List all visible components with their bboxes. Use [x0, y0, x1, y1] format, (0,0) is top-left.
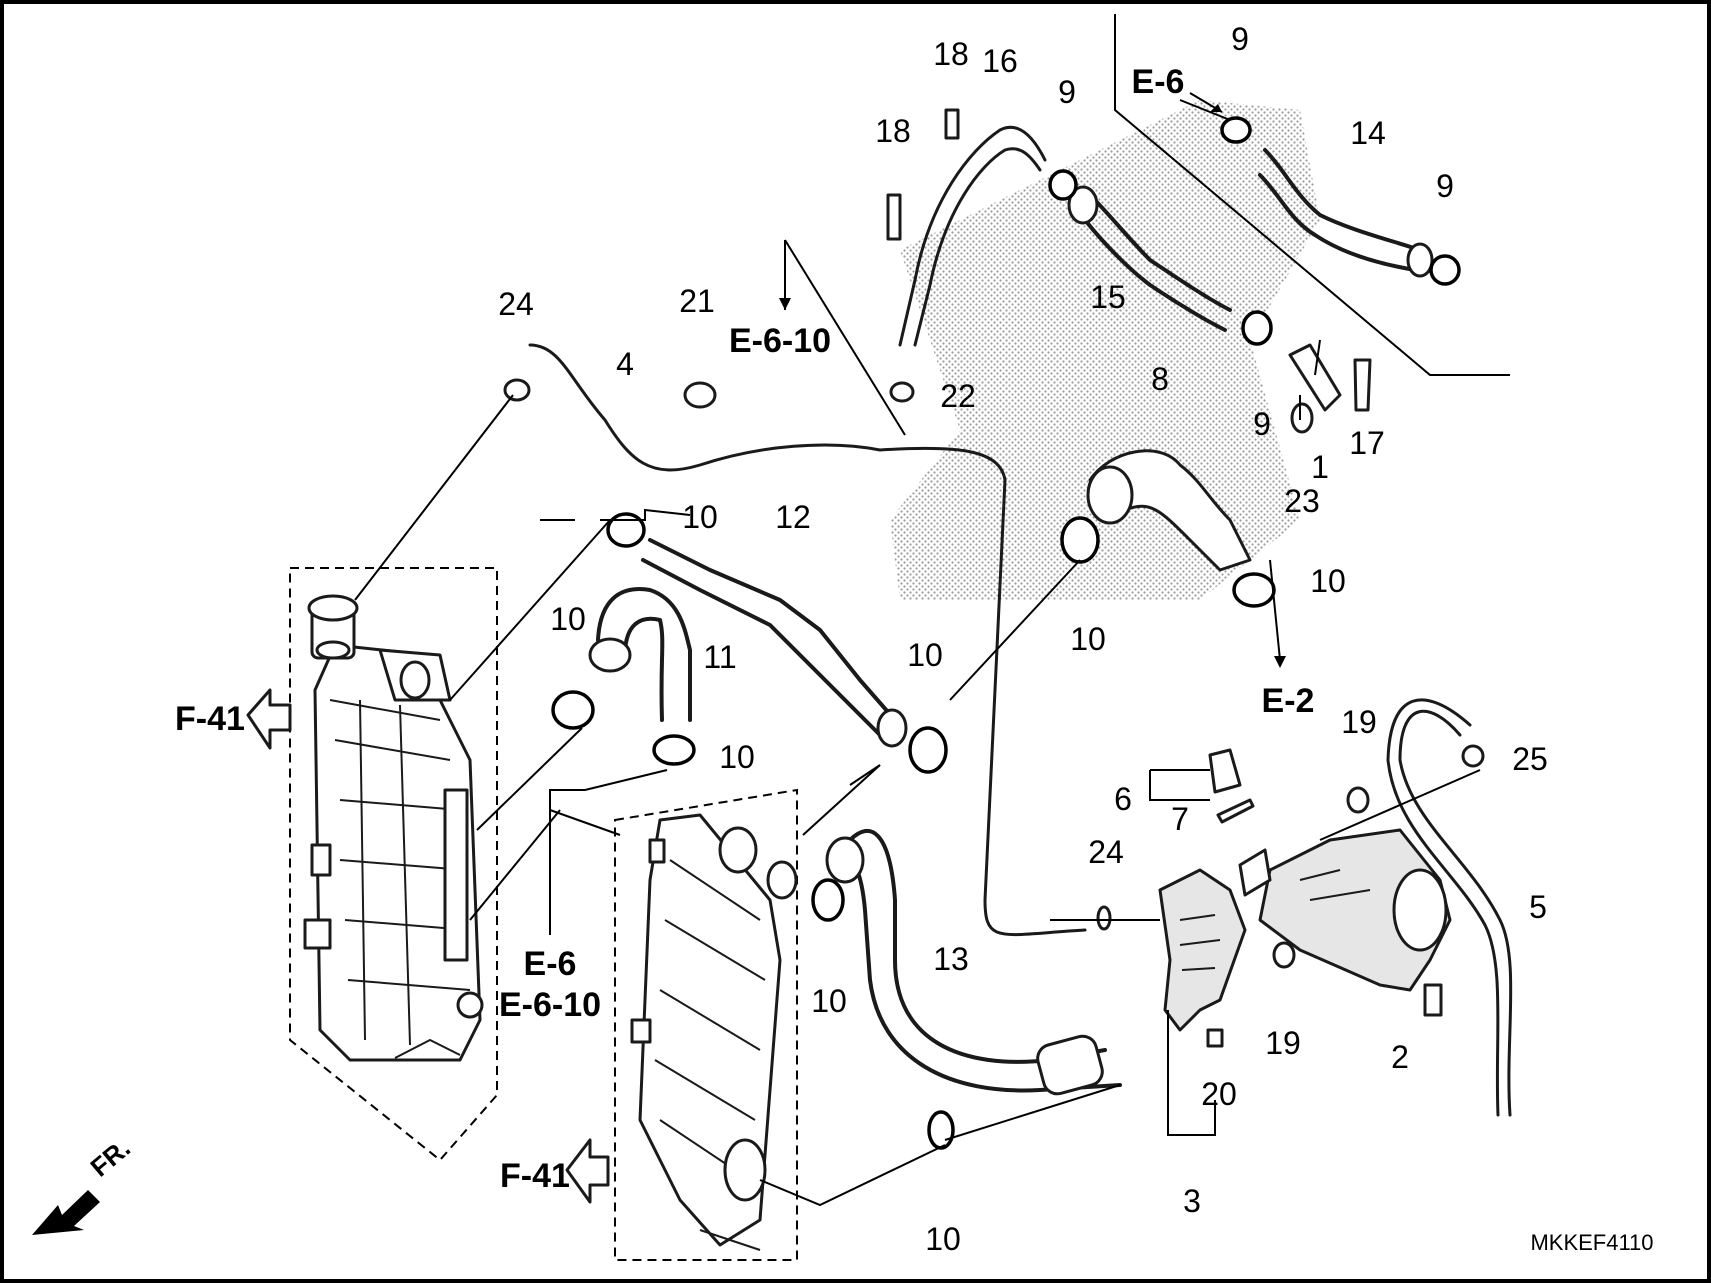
ref-e2: E-2 — [1262, 682, 1315, 720]
left-radiator-dashed-box — [289, 567, 498, 1162]
callout-17: 17 — [1349, 425, 1385, 461]
callout-10d: 10 — [907, 637, 943, 673]
part-18-bolt-b — [886, 193, 902, 241]
callout-labels: 1 2 3 4 5 6 7 8 9 9 9 9 10 10 10 10 10 1… — [498, 21, 1548, 1257]
callout-10g: 10 — [811, 983, 847, 1019]
callout-18b: 18 — [875, 113, 911, 149]
callout-13: 13 — [933, 941, 969, 977]
hose-12-end — [876, 708, 908, 748]
callout-12: 12 — [775, 499, 811, 535]
callout-3: 3 — [1183, 1183, 1201, 1219]
lower-radiator-dashed-box — [614, 788, 798, 1261]
ref-e6-bottom: E-6 — [524, 945, 577, 983]
f41-arrow-bottom-icon — [565, 1138, 610, 1204]
thermostat-housing-2 — [1238, 828, 1452, 1017]
part-19-bolt-a — [1346, 786, 1370, 814]
ref-e6-10-bottom: E-6-10 — [499, 986, 601, 1024]
part-7-pin — [1216, 798, 1255, 824]
left-radiator-group — [289, 567, 498, 1162]
callout-10b: 10 — [550, 601, 586, 637]
callout-20: 20 — [1201, 1076, 1237, 1112]
part-6-fitting — [1208, 748, 1242, 794]
ref-e6-top: E-6 — [1132, 63, 1185, 101]
callout-19b: 19 — [1265, 1025, 1301, 1061]
callout-11: 11 — [703, 639, 736, 675]
callout-19a: 19 — [1341, 704, 1377, 740]
callout-8: 8 — [1151, 361, 1169, 397]
callout-16: 16 — [982, 43, 1018, 79]
callout-6: 6 — [1114, 781, 1132, 817]
callout-15: 15 — [1090, 279, 1126, 315]
part-17-bolt — [1353, 358, 1372, 412]
part-20-nut — [1206, 1028, 1224, 1048]
callout-10f: 10 — [1310, 563, 1346, 599]
part-24-clip-a — [503, 378, 531, 402]
reference-labels: E-6 E-6-10 E-2 E-6 E-6-10 F-41 F-41 — [175, 63, 1314, 1195]
part-1-clip — [1288, 343, 1342, 412]
ref-f41-left: F-41 — [175, 700, 245, 738]
section-boundary-line — [1114, 14, 1510, 376]
callout-24b: 24 — [1088, 834, 1124, 870]
callout-24a: 24 — [498, 286, 534, 322]
hose-5 — [1398, 709, 1513, 1117]
callout-2: 2 — [1391, 1039, 1409, 1075]
diagram-code: MKKEF4110 — [1530, 1230, 1653, 1255]
lower-radiator-group — [614, 788, 798, 1261]
callout-18a: 18 — [933, 36, 969, 72]
hose-4 — [528, 343, 1087, 937]
callout-9d: 9 — [1436, 168, 1454, 204]
callout-10c: 10 — [719, 739, 755, 775]
hose-12 — [648, 538, 897, 722]
leader-lines — [354, 99, 1481, 1207]
callout-23: 23 — [1284, 483, 1320, 519]
callout-9b: 9 — [1058, 74, 1076, 110]
part-24-clip-b — [1096, 905, 1112, 931]
ref-e6-10-top: E-6-10 — [729, 322, 831, 360]
small-parts — [503, 108, 1485, 1048]
callout-10h: 10 — [925, 1221, 961, 1257]
part-21-clip — [683, 381, 717, 409]
hose-14 — [1263, 148, 1422, 252]
f41-arrow-left-icon — [246, 688, 292, 750]
section-boundary-line-2 — [784, 239, 906, 436]
hoses — [528, 125, 1513, 1117]
part-22-oring — [889, 381, 915, 403]
callout-5: 5 — [1529, 889, 1547, 925]
left-radiator — [303, 643, 484, 1062]
hose-13 — [848, 828, 1107, 1064]
part-25-clip — [1461, 744, 1485, 768]
bracket-3 — [1158, 868, 1247, 1032]
radiator-cap — [307, 594, 359, 660]
callout-9c: 9 — [1253, 406, 1271, 442]
callout-7: 7 — [1171, 801, 1189, 837]
callout-21: 21 — [679, 283, 715, 319]
callout-9a: 9 — [1231, 21, 1249, 57]
callout-10a: 10 — [682, 499, 718, 535]
part-18-bolt-a — [944, 108, 960, 140]
lower-radiator — [630, 813, 798, 1251]
hose-15 — [1088, 193, 1232, 312]
hose-11 — [596, 587, 692, 722]
hose-16 — [898, 125, 1047, 347]
callout-4: 4 — [616, 346, 634, 382]
part-19-bolt-b — [1272, 941, 1296, 969]
part-23-oring — [1290, 402, 1314, 434]
callout-25: 25 — [1512, 741, 1548, 777]
engine-shading — [890, 100, 1320, 600]
callout-10e: 10 — [1070, 621, 1106, 657]
callout-1: 1 — [1311, 449, 1329, 485]
callout-22: 22 — [940, 378, 976, 414]
callout-14: 14 — [1350, 115, 1386, 151]
ref-f41-bottom: F-41 — [500, 1157, 570, 1195]
